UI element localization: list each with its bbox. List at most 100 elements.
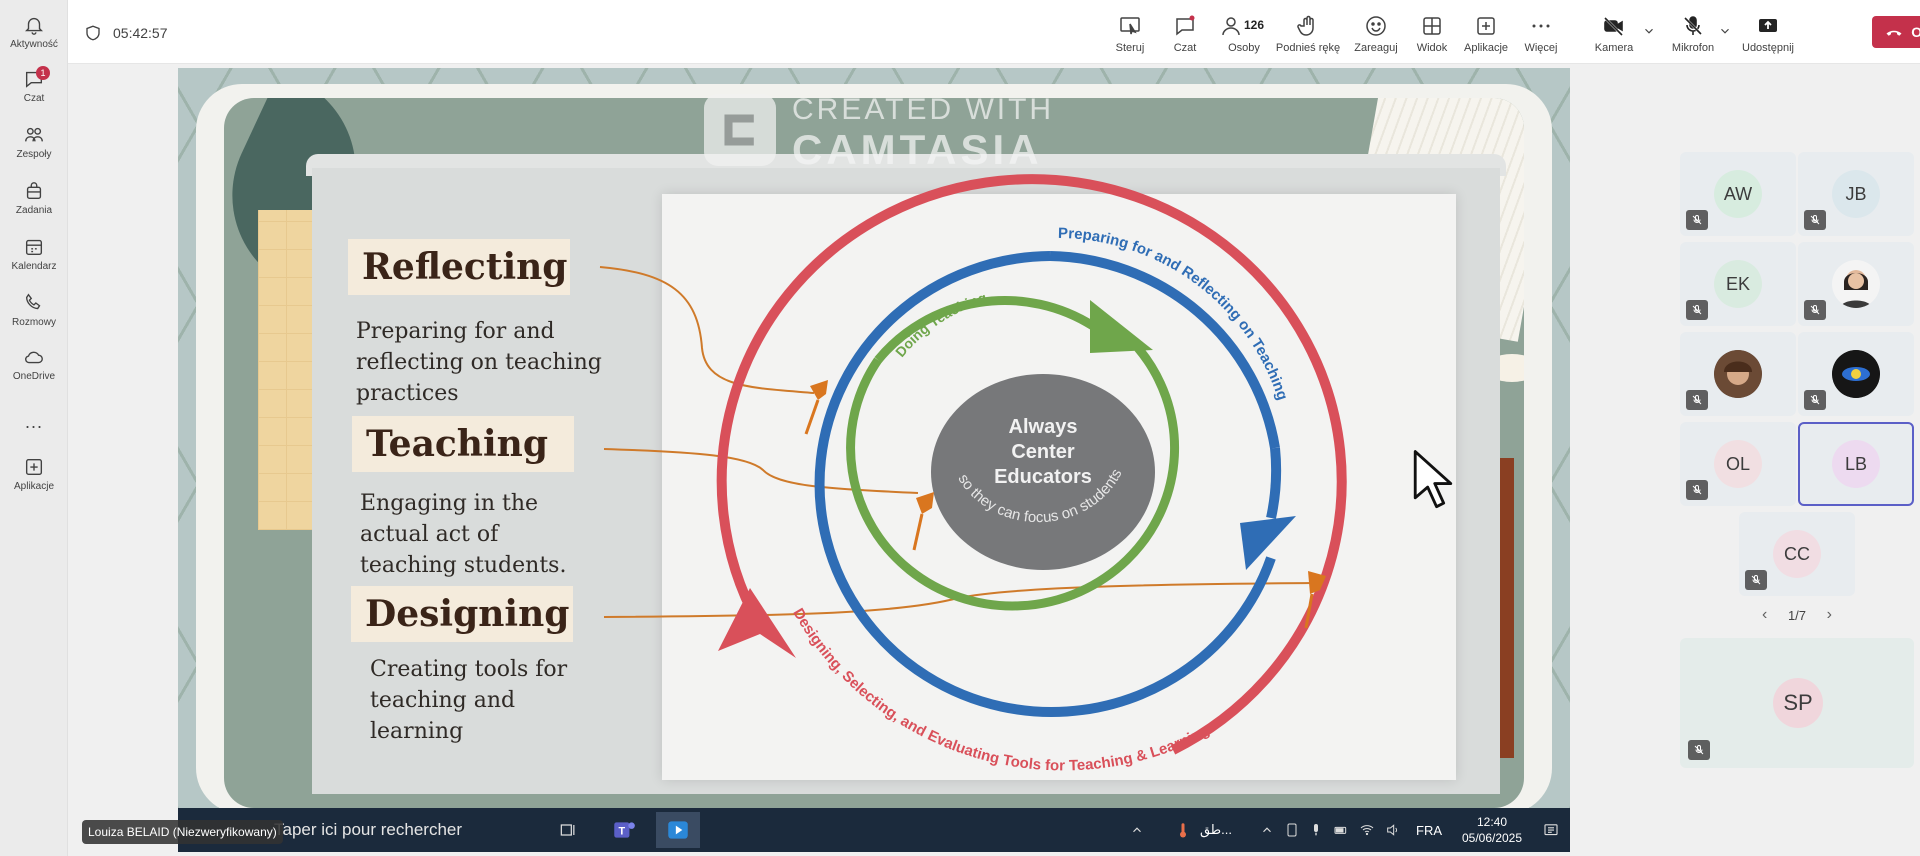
participant-tile[interactable]: [1680, 332, 1796, 416]
rail-item-activity[interactable]: Aktywność: [0, 6, 68, 58]
mouse-cursor-icon: [1413, 450, 1453, 509]
center-line3: Educators: [994, 466, 1092, 488]
participant-tile-active[interactable]: LB: [1798, 422, 1914, 506]
weather-icon: [1179, 823, 1186, 838]
leave-label: Opuść: [1911, 24, 1920, 40]
pager-next-icon[interactable]: ›: [1826, 606, 1832, 623]
cloud-icon: [25, 351, 43, 364]
chevron-down-icon[interactable]: [1642, 24, 1656, 38]
self-avatar: SP: [1773, 678, 1823, 728]
people-button[interactable]: 126 Osoby: [1214, 8, 1274, 58]
react-button[interactable]: Zareaguj: [1348, 8, 1404, 58]
section-desc-reflecting: Preparing for and reflecting on teaching…: [356, 319, 602, 406]
rail-label: Aktywność: [10, 39, 58, 50]
mic-muted-icon: [1686, 480, 1708, 500]
chevron-up-icon[interactable]: [1260, 823, 1274, 837]
section-desc-designing: Creating tools for teaching and learning: [370, 657, 568, 744]
participant-tile[interactable]: AW: [1680, 152, 1796, 236]
avatar-photo: [1832, 350, 1880, 398]
teams-taskbar-app[interactable]: T: [602, 812, 646, 848]
control-label: Steruj: [1115, 42, 1145, 54]
avatar-photo: [1832, 260, 1880, 308]
task-view-button[interactable]: [546, 812, 590, 848]
input-language[interactable]: FRA: [1416, 822, 1442, 838]
bell-icon: [25, 17, 43, 35]
blue-ring: [814, 251, 1276, 717]
mic-muted-icon: [1686, 390, 1708, 410]
rail-item-more[interactable]: ...: [0, 396, 68, 448]
taskbar-search[interactable]: Taper ici pour rechercher: [220, 814, 520, 846]
pager-label: 1/7: [1787, 607, 1807, 623]
taskbar-search-placeholder: Taper ici pour rechercher: [274, 820, 463, 839]
rail-label: OneDrive: [12, 371, 56, 382]
device-icon: [1287, 823, 1297, 837]
rail-item-calls[interactable]: Rozmowy: [0, 284, 68, 336]
pin-icon: [912, 492, 934, 551]
rail-label: Kalendarz: [11, 261, 57, 272]
mic-muted-icon: [1804, 390, 1826, 410]
raise-hand-button[interactable]: Podnieś rękę: [1272, 8, 1344, 58]
chat-icon: [1176, 15, 1195, 36]
rail-item-onedrive[interactable]: OneDrive: [0, 338, 68, 390]
media-player-taskbar-app[interactable]: [656, 812, 700, 848]
participant-tile[interactable]: OL: [1680, 422, 1796, 506]
connector-reflecting: [599, 266, 815, 394]
rail-label: Czat: [23, 93, 45, 104]
avatar-photo: [1714, 350, 1762, 398]
red-ring: [716, 174, 1347, 755]
chevron-up-icon[interactable]: [1130, 823, 1144, 837]
taskbar-clock[interactable]: 12:40 05/06/2025: [1452, 814, 1532, 846]
grid-view-icon: [1423, 17, 1441, 35]
notification-icon[interactable]: [1542, 821, 1560, 839]
media-player-icon: [668, 821, 688, 839]
participant-tile[interactable]: CC: [1739, 512, 1855, 596]
participant-tile[interactable]: JB: [1798, 152, 1914, 236]
participant-tile[interactable]: EK: [1680, 242, 1796, 326]
self-video-tile[interactable]: SP: [1680, 638, 1914, 768]
camera-button[interactable]: Kamera: [1588, 8, 1640, 58]
rail-item-calendar[interactable]: Kalendarz: [0, 228, 68, 280]
meeting-timer: 05:42:57: [113, 25, 168, 41]
watermark-bottom: CAMTASIA: [792, 126, 1043, 173]
apps-label: Aplikacje: [1463, 42, 1509, 54]
green-ring: [846, 345, 1179, 611]
control-button[interactable]: Steruj: [1102, 8, 1158, 58]
mic-muted-icon: [1745, 570, 1767, 590]
share-label: Udostępnij: [1742, 42, 1794, 54]
weather-text: طق...: [1199, 822, 1232, 837]
react-label: Zareaguj: [1354, 42, 1398, 54]
participant-tile[interactable]: [1798, 332, 1914, 416]
section-title-designing: Designing: [351, 586, 573, 642]
leave-button[interactable]: Opuść: [1872, 16, 1920, 48]
center-line1: Always: [1009, 416, 1078, 438]
more-button[interactable]: Więcej: [1516, 8, 1566, 58]
avatar: JB: [1832, 170, 1880, 218]
rail-item-teams[interactable]: Zespoły: [0, 116, 68, 168]
chevron-down-icon[interactable]: [1718, 24, 1732, 38]
hang-up-icon: [1886, 30, 1902, 36]
view-button[interactable]: Widok: [1408, 8, 1456, 58]
rail-item-apps[interactable]: Aplikacje: [0, 448, 68, 500]
participant-tile[interactable]: [1798, 242, 1914, 326]
teams-icon: [25, 127, 43, 142]
watermark-top: CREATED WITH: [792, 93, 1055, 126]
camera-off-icon: [1604, 17, 1623, 36]
mic-muted-icon: [1804, 300, 1826, 320]
pager-prev-icon[interactable]: ‹: [1762, 606, 1768, 623]
app-rail: Aktywność 1 Czat Zespoły Zadania Kalenda…: [0, 0, 68, 856]
more-icon: [1532, 24, 1550, 28]
hand-icon: [1297, 15, 1314, 36]
people-label: Osoby: [1228, 42, 1260, 54]
rail-item-tasks[interactable]: Zadania: [0, 172, 68, 224]
avatar: AW: [1714, 170, 1762, 218]
rail-item-chat[interactable]: 1 Czat: [0, 60, 68, 112]
mic-muted-icon: [1804, 210, 1826, 230]
control-icon: [1120, 17, 1140, 35]
task-view-icon: [560, 824, 575, 836]
mic-muted-icon: [1688, 740, 1710, 760]
apps-button[interactable]: Aplikacje: [1458, 8, 1514, 58]
more-icon: ...: [24, 411, 43, 432]
share-button[interactable]: Udostępnij: [1736, 8, 1800, 58]
chat-button[interactable]: Czat: [1160, 8, 1210, 58]
mic-button[interactable]: Mikrofon: [1660, 8, 1726, 58]
